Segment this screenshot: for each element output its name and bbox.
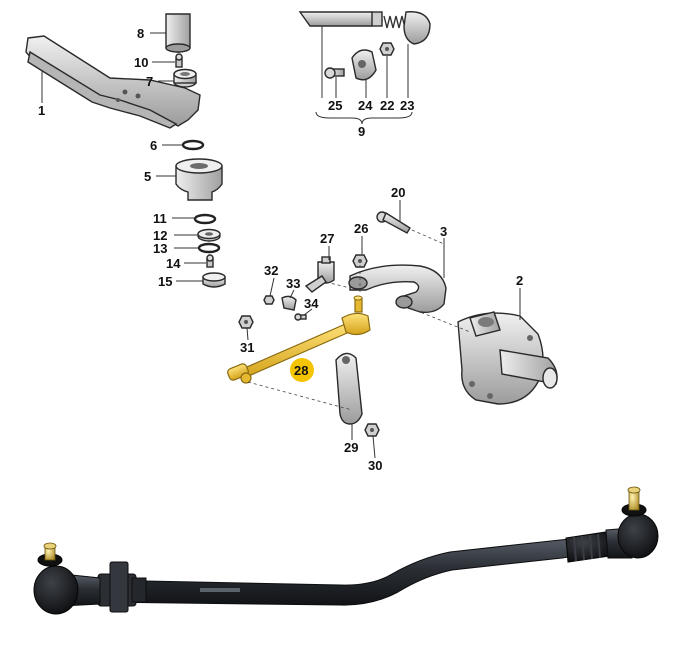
label-9: 9 (358, 124, 365, 139)
thrust-washer-12-part (197, 228, 221, 242)
label-31: 31 (240, 340, 254, 355)
washer-13-part (197, 242, 221, 254)
axle-beam-part (25, 35, 201, 129)
photo-rod (95, 535, 603, 606)
bolt-25-part (324, 67, 345, 79)
ball-joint-27-part (304, 256, 335, 293)
label-15: 15 (158, 274, 172, 289)
label-23: 23 (400, 98, 414, 113)
bushing-part (173, 68, 197, 88)
steering-knuckle-part (457, 311, 558, 405)
grease-nipple-14-part (206, 254, 214, 268)
photo-left-clamp (97, 561, 147, 613)
label-6: 6 (150, 138, 157, 153)
clip-33-part (281, 295, 297, 311)
nut-30-part (364, 423, 380, 437)
photo-right-boot (565, 531, 611, 563)
clamp-part (351, 49, 377, 81)
highlight-badge-28: 28 (290, 358, 314, 382)
nut-31-part (238, 315, 254, 329)
spring-part (383, 15, 406, 29)
callout-labels: 1 8 10 7 6 5 11 12 13 14 15 25 24 22 23 … (38, 26, 523, 473)
label-12: 12 (153, 228, 167, 243)
label-22: 22 (380, 98, 394, 113)
label-34: 34 (304, 296, 319, 311)
label-29: 29 (344, 440, 358, 455)
bolt-20-part (376, 211, 411, 234)
label-25: 25 (328, 98, 342, 113)
label-13: 13 (153, 241, 167, 256)
steering-arm-part (348, 264, 447, 314)
label-2: 2 (516, 273, 523, 288)
label-8: 8 (137, 26, 144, 41)
label-27: 27 (320, 231, 334, 246)
label-26: 26 (354, 221, 368, 236)
nut-32-part (263, 295, 275, 305)
leader-lines (41, 26, 521, 459)
label-14: 14 (166, 256, 181, 271)
kingpin-part (165, 13, 191, 53)
nut-26-part (352, 254, 368, 268)
group-9-bracket (315, 111, 413, 125)
label-24: 24 (358, 98, 373, 113)
label-10: 10 (134, 55, 148, 70)
pitman-arm-part (335, 352, 363, 425)
cap-part (202, 272, 226, 288)
label-32: 32 (264, 263, 278, 278)
photo-right-socket (605, 486, 659, 559)
label-28: 28 (294, 363, 308, 378)
label-3: 3 (440, 224, 447, 239)
drag-link-part-highlighted (227, 295, 371, 384)
label-11: 11 (153, 211, 167, 226)
photo-rod-marking (200, 588, 240, 592)
label-20: 20 (391, 185, 405, 200)
washer-11-part (193, 213, 217, 225)
label-7: 7 (146, 74, 153, 89)
photo-left-socket (33, 542, 101, 615)
drag-link-product-photo (33, 486, 659, 615)
label-30: 30 (368, 458, 382, 473)
screw-34-part (294, 313, 307, 321)
nut-22-part (379, 42, 395, 56)
label-5: 5 (144, 169, 151, 184)
tie-rod-end-assembly (298, 11, 431, 81)
label-33: 33 (286, 276, 300, 291)
assembly-dashed-lines (247, 229, 471, 411)
grease-nipple-part (175, 53, 183, 68)
label-1: 1 (38, 103, 45, 118)
seal-ring-part (181, 139, 205, 151)
bearing-part (175, 158, 223, 201)
